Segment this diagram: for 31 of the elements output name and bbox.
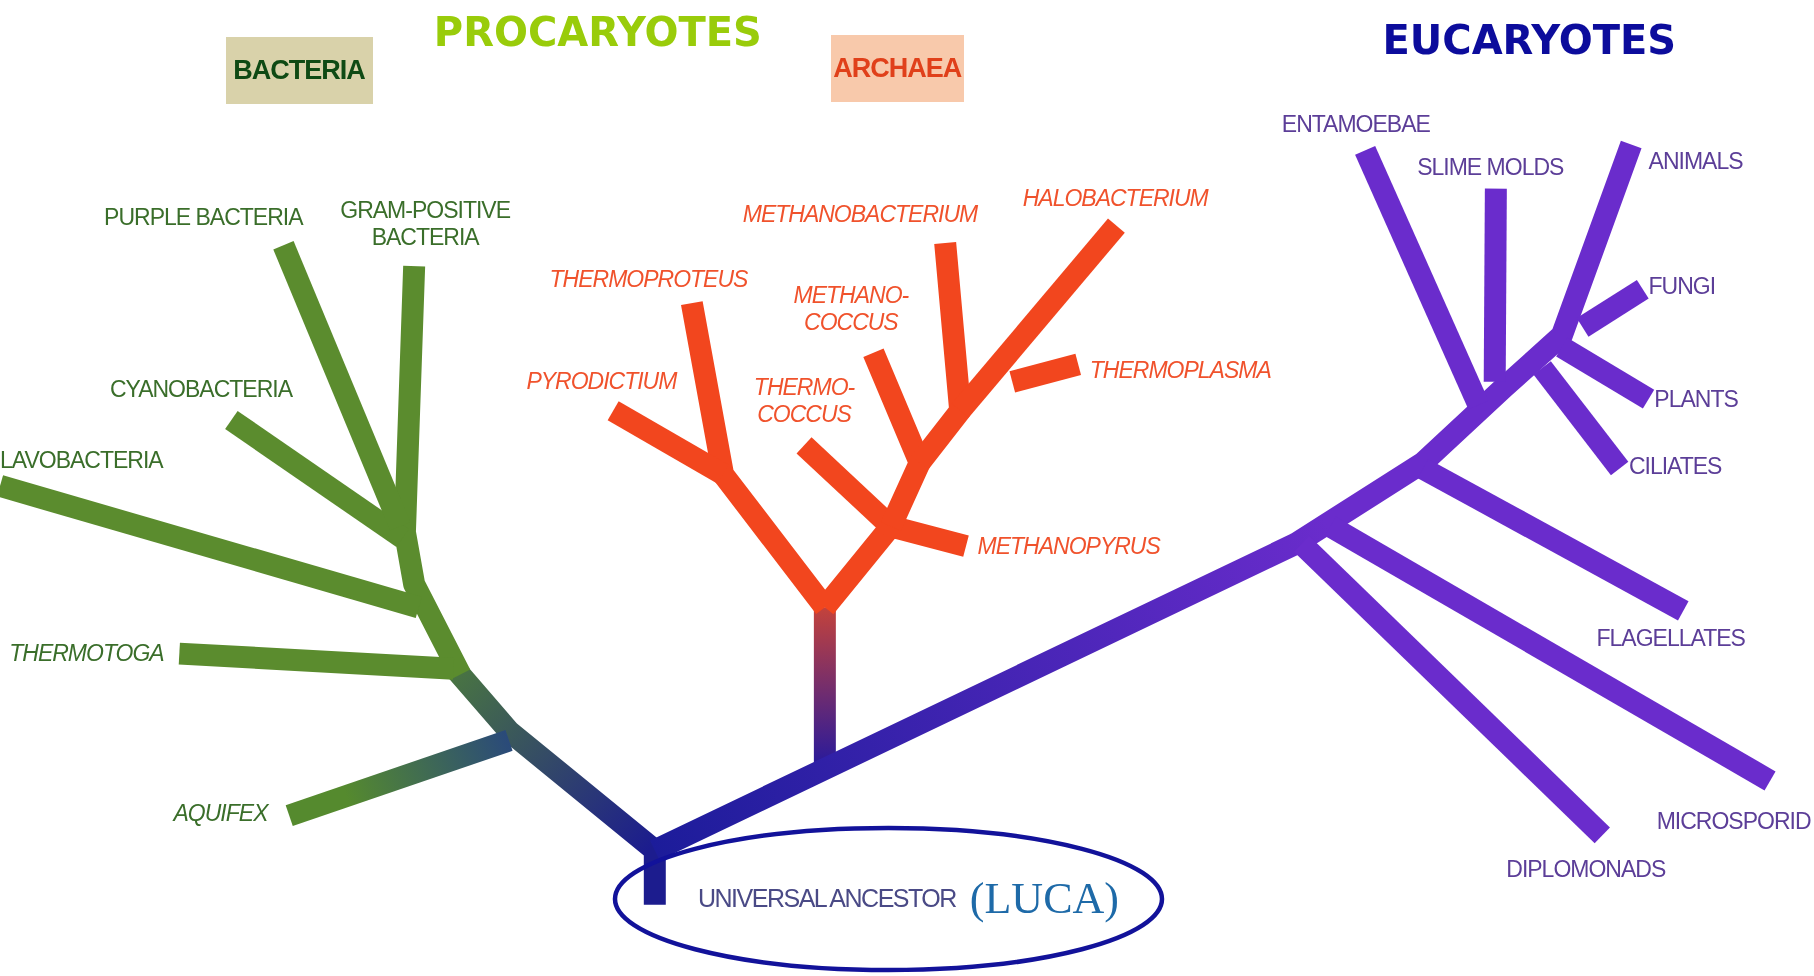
taxon-label: GRAM-POSITIVE BACTERIA bbox=[339, 197, 511, 252]
group-heading: PROCARYOTES bbox=[433, 9, 762, 56]
taxon-label: THERMOPLASMA bbox=[1089, 356, 1271, 384]
ancestor-abbreviation: (LUCA) bbox=[969, 873, 1119, 925]
taxon-label: CYANOBACTERIA bbox=[109, 376, 292, 404]
domain-label-box bbox=[830, 34, 964, 102]
domain-name: BACTERIA bbox=[233, 55, 365, 87]
taxon-label: PURPLE BACTERIA bbox=[104, 204, 303, 231]
taxon-label: METHANO- COCCUS bbox=[792, 281, 910, 336]
taxon-label: METHANOBACTERIUM bbox=[742, 200, 978, 228]
taxon-label: ENTAMOEBAE bbox=[1281, 111, 1430, 139]
taxon-label: SLIME MOLDS bbox=[1417, 154, 1564, 182]
taxon-label: THERMOTOGA bbox=[9, 640, 164, 668]
taxon-label: LAVOBACTERIA bbox=[0, 446, 163, 474]
taxon-label: FUNGI bbox=[1648, 273, 1716, 301]
taxon-label: ANIMALS bbox=[1648, 148, 1743, 176]
taxon-label: PLANTS bbox=[1654, 385, 1738, 413]
taxon-label: METHANOPYRUS bbox=[977, 532, 1160, 560]
taxon-label: FLAGELLATES bbox=[1596, 625, 1745, 653]
taxon-label: CILIATES bbox=[1628, 452, 1722, 480]
taxon-label: PYRODICTIUM bbox=[526, 368, 677, 396]
taxon-label: AQUIFEX bbox=[173, 799, 268, 827]
taxon-label: DIPLOMONADS bbox=[1506, 856, 1666, 884]
taxon-label: HALOBACTERIUM bbox=[1022, 185, 1208, 213]
taxon-label: MICROSPORID bbox=[1656, 807, 1811, 835]
taxon-label: THERMO- COCCUS bbox=[752, 374, 856, 429]
domain-name: ARCHAEA bbox=[833, 52, 962, 84]
domain-label-box bbox=[225, 37, 373, 105]
ancestor-name: UNIVERSAL ANCESTOR bbox=[698, 884, 956, 914]
group-heading: EUCARYOTES bbox=[1382, 17, 1677, 64]
taxon-label: THERMOPROTEUS bbox=[549, 266, 748, 294]
